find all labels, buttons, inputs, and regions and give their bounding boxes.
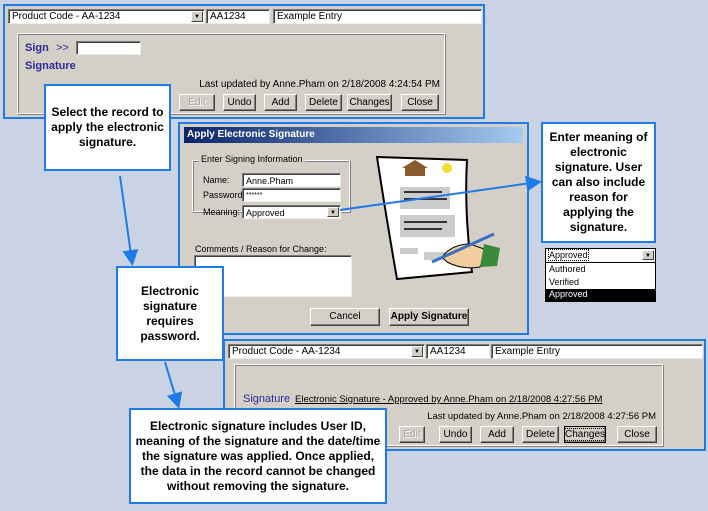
close-button[interactable]: Close <box>401 94 439 111</box>
dialog-title: Apply Electronic Signature <box>184 127 523 143</box>
changes-button[interactable]: Changes <box>347 94 392 111</box>
cancel-button[interactable]: Cancel <box>310 308 380 326</box>
code-field[interactable]: AA1234 <box>206 9 270 24</box>
password-input[interactable]: ****** <box>242 188 341 202</box>
add-button[interactable]: Add <box>480 426 514 443</box>
edit-button[interactable]: Edit <box>399 426 425 443</box>
signature-label: Signature <box>243 393 291 405</box>
apply-signature-button[interactable]: Apply Signature <box>389 308 469 326</box>
callout-select-record: Select the record to apply the electroni… <box>44 84 171 171</box>
arrow-select-to-password <box>119 175 139 266</box>
comments-label: Comments / Reason for Change: <box>195 244 327 254</box>
apply-signature-dialog: Apply Electronic Signature Enter Signing… <box>178 122 529 335</box>
record-group: Sign >> Signature Last updated by Anne.P… <box>17 33 445 114</box>
meaning-value: Approved <box>246 208 285 218</box>
changes-label: Changes <box>563 428 607 441</box>
last-updated-text: Last updated by Anne.Pham on 2/18/2008 4… <box>199 79 440 90</box>
close-button[interactable]: Close <box>617 426 657 443</box>
entry-field[interactable]: Example Entry <box>273 9 482 24</box>
chevron-down-icon[interactable]: ▼ <box>642 250 654 260</box>
sign-input[interactable] <box>76 41 141 55</box>
password-label: Password: <box>203 190 246 200</box>
dropdown-selected[interactable]: Approved ▼ <box>546 249 655 263</box>
product-code-select[interactable]: Product Code - AA-1234 ▼ <box>8 9 205 24</box>
record-group: Signature Electronic Signature - Approve… <box>234 364 663 446</box>
chevron-down-icon[interactable]: ▼ <box>327 207 339 217</box>
meaning-label: Meaning: <box>203 207 241 217</box>
delete-button[interactable]: Delete <box>522 426 559 443</box>
signature-link[interactable]: Electronic Signature - Approved by Anne.… <box>295 394 603 405</box>
entry-field[interactable]: Example Entry <box>491 344 703 359</box>
callout-meaning: Enter meaning of electronic signature. U… <box>541 122 656 243</box>
group-label: Enter Signing Information <box>199 154 305 164</box>
name-label: Name: <box>203 175 230 185</box>
product-code-value: Product Code - AA-1234 <box>232 346 341 357</box>
chevron-down-icon[interactable]: ▼ <box>411 346 423 357</box>
option-approved[interactable]: Approved <box>546 289 655 301</box>
name-input[interactable]: Anne.Pham <box>242 173 341 187</box>
undo-button[interactable]: Undo <box>223 94 256 111</box>
signing-info-group: Enter Signing Information Name: Anne.Pha… <box>192 154 350 219</box>
chevron-down-icon[interactable]: ▼ <box>191 11 203 22</box>
sign-label: Sign <box>25 42 49 54</box>
last-updated-text: Last updated by Anne.Pham on 2/18/2008 4… <box>427 411 656 422</box>
callout-requires-password: Electronic signature requires password. <box>116 266 224 361</box>
dropdown-selected-value: Approved <box>548 249 589 261</box>
add-button[interactable]: Add <box>264 94 297 111</box>
product-code-value: Product Code - AA-1234 <box>12 11 121 22</box>
option-authored[interactable]: Authored <box>549 264 586 274</box>
undo-button[interactable]: Undo <box>439 426 472 443</box>
code-field[interactable]: AA1234 <box>426 344 490 359</box>
meaning-select[interactable]: Approved ▼ <box>242 205 341 219</box>
signing-document-illustration <box>375 155 500 281</box>
sign-arrow[interactable]: >> <box>56 42 69 54</box>
delete-button[interactable]: Delete <box>305 94 342 111</box>
meaning-dropdown[interactable]: Approved ▼ Authored Verified Approved <box>545 248 656 302</box>
changes-button[interactable]: Changes <box>563 426 607 443</box>
signature-label: Signature <box>25 60 76 72</box>
arrow-password-to-includes <box>164 361 183 409</box>
product-code-select[interactable]: Product Code - AA-1234 ▼ <box>228 344 425 359</box>
option-verified[interactable]: Verified <box>549 277 580 287</box>
callout-signature-includes: Electronic signature includes User ID, m… <box>129 408 387 504</box>
edit-button[interactable]: Edit <box>179 94 215 111</box>
